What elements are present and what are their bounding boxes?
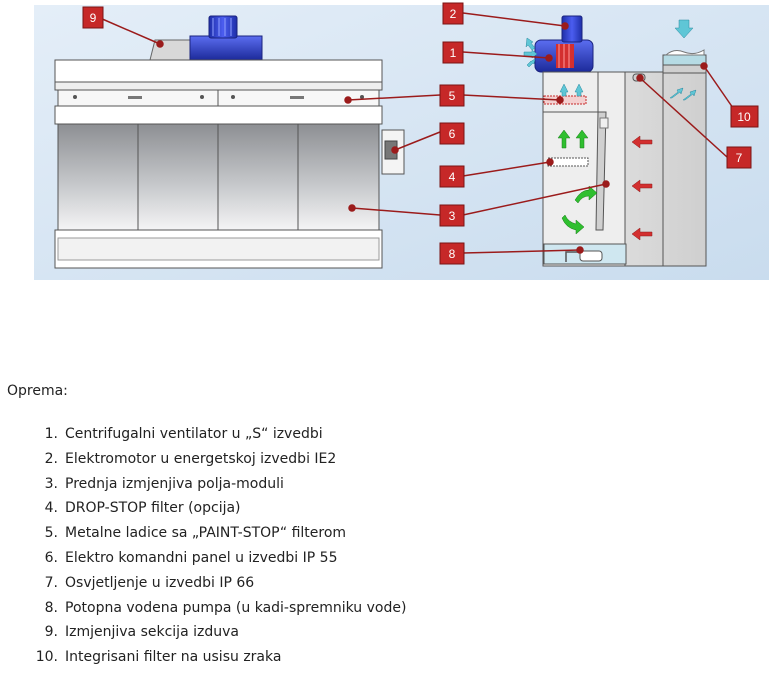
booth-front-view — [54, 15, 405, 269]
airflow-arrows — [557, 19, 697, 241]
equipment-heading: Oprema: — [7, 383, 68, 399]
front-panel-modules — [57, 123, 380, 231]
booth-side-view — [523, 15, 707, 267]
callout-5: 5 — [439, 84, 465, 107]
paint-booth-diagram: 9 2 1 5 6 4 3 8 10 7 — [34, 2, 769, 280]
booth-roof — [54, 59, 383, 83]
callout-7: 7 — [726, 146, 752, 169]
svg-text:9: 9 — [90, 11, 97, 25]
callout-1: 1 — [442, 41, 464, 64]
svg-text:10: 10 — [737, 110, 751, 124]
callout-9: 9 — [82, 6, 104, 29]
callout-4: 4 — [439, 165, 465, 188]
motor-front — [208, 15, 238, 39]
svg-text:2: 2 — [450, 7, 457, 21]
water-pump — [579, 250, 603, 262]
svg-text:1: 1 — [450, 46, 457, 60]
svg-text:8: 8 — [449, 247, 456, 261]
booth-upper-frame — [54, 105, 383, 125]
callout-6: 6 — [439, 122, 465, 145]
callout-3: 3 — [439, 204, 465, 227]
svg-text:4: 4 — [449, 170, 456, 184]
intake-filter — [662, 54, 707, 66]
baffle-plate — [595, 111, 607, 231]
svg-text:7: 7 — [736, 151, 743, 165]
motor-side — [561, 15, 583, 43]
leader-lines — [99, 12, 734, 254]
callout-2: 2 — [442, 2, 464, 25]
callout-10: 10 — [730, 105, 759, 128]
drop-stop-filter — [547, 157, 589, 167]
drawer-band — [54, 81, 383, 91]
svg-text:5: 5 — [449, 89, 456, 103]
callout-8: 8 — [439, 242, 465, 265]
svg-text:6: 6 — [449, 127, 456, 141]
fan-housing-front — [189, 35, 263, 61]
svg-text:3: 3 — [449, 209, 456, 223]
